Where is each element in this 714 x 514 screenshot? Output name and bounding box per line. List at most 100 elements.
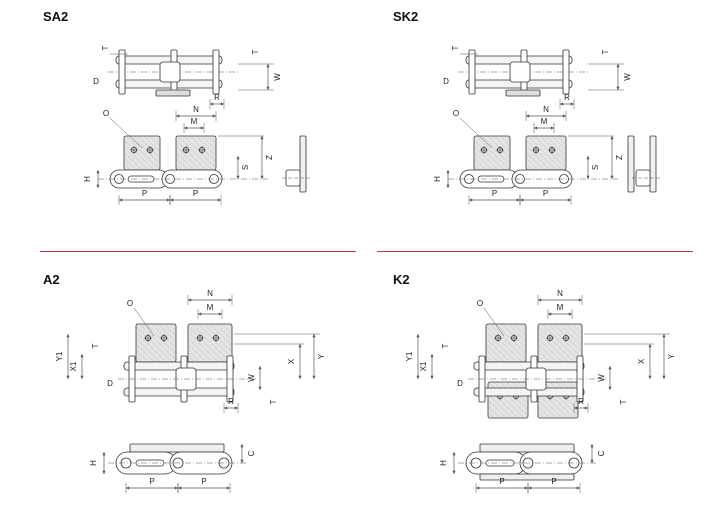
pin [468, 49, 476, 95]
arrow-head [578, 298, 582, 302]
arrow-head [616, 64, 620, 68]
hatch-line [473, 151, 493, 171]
arrow-head [576, 486, 580, 490]
arrow-head [198, 312, 202, 316]
arrow-head [166, 198, 170, 202]
label-p: P [142, 189, 147, 198]
arrow-head [80, 354, 84, 358]
hatch-line [189, 135, 217, 163]
pin [212, 49, 220, 95]
arrow-head [608, 386, 612, 390]
arrow-head [218, 312, 222, 316]
hatch-line [187, 349, 201, 363]
hatch-line [175, 157, 189, 171]
hatch-line [135, 343, 155, 363]
arrow-head [550, 126, 554, 130]
hatch-line [487, 411, 495, 419]
label-t: T [269, 399, 278, 404]
hatch-line [525, 157, 539, 171]
hatch-line [197, 323, 233, 359]
hatch-line [473, 145, 499, 171]
label-m: M [557, 303, 564, 312]
hatch-line [195, 135, 217, 157]
hatch-line [487, 135, 511, 159]
arrow-head [590, 444, 594, 448]
arrow-head [520, 198, 524, 202]
label-n: N [207, 289, 213, 298]
label-t: T [601, 49, 610, 54]
label-t: T [451, 45, 460, 50]
end-view-plate-2 [627, 135, 635, 193]
hatch-line [215, 323, 233, 341]
label-o: O [103, 109, 109, 118]
hatch-line [201, 135, 217, 151]
hatch-line [137, 135, 161, 159]
hatch-line [123, 151, 143, 171]
arrow-head [662, 375, 666, 379]
hatch-line [125, 135, 161, 171]
hatch-line [519, 323, 527, 331]
hatch-line [537, 325, 575, 363]
attachment-plate-foot [155, 89, 191, 97]
arrow-head [66, 375, 70, 379]
bottom-attachment-flange [479, 443, 575, 453]
arrow-head [648, 375, 652, 379]
hatch-line [155, 135, 161, 141]
hatch-line [505, 135, 511, 141]
hatch-line [527, 135, 563, 171]
hatch-line [525, 151, 545, 171]
arrow-head [570, 102, 574, 106]
arrow-head [610, 136, 614, 140]
leader-o [483, 307, 505, 337]
label-r: R [214, 93, 220, 102]
arrow-head [584, 406, 588, 410]
hatch-line [545, 135, 567, 157]
attachment-plate-left [123, 135, 161, 171]
hatch-line [227, 323, 233, 329]
arrow-head [312, 334, 316, 338]
hatch-line [187, 337, 213, 363]
label-h: H [439, 460, 448, 466]
panel-title-a2: A2 [43, 272, 60, 287]
label-w: W [597, 374, 606, 382]
arrow-head [188, 298, 192, 302]
label-h: H [433, 176, 442, 182]
label-n: N [557, 289, 563, 298]
leader-o [459, 117, 493, 149]
arrow-head [608, 366, 612, 370]
hatch-line [187, 325, 225, 363]
roller [509, 61, 531, 83]
hatch-line [495, 323, 527, 355]
hatch-line [135, 325, 173, 363]
panel-title-k2: K2 [393, 272, 410, 287]
arrow-head [476, 486, 480, 490]
label-t: T [619, 399, 628, 404]
hatch-line [123, 157, 137, 171]
arrow-head [452, 452, 456, 456]
arrow-head [170, 198, 174, 202]
arrow-head [648, 344, 652, 348]
arrow-head [616, 86, 620, 90]
hatch-line [175, 139, 207, 171]
label-m: M [191, 117, 198, 126]
label-w: W [273, 73, 282, 81]
label-p: P [149, 477, 154, 486]
attachment-plate-right [525, 135, 567, 171]
arrow-head [236, 156, 240, 160]
arrow-head [416, 334, 420, 338]
label-z: Z [265, 155, 274, 160]
arrow-head [176, 114, 180, 118]
label-n: N [543, 105, 549, 114]
hatch-line [135, 355, 143, 363]
hatch-line [539, 135, 567, 163]
arrow-head [260, 136, 264, 140]
hatch-line [565, 323, 583, 341]
attachment-plate-right [187, 323, 233, 363]
hatch-line [485, 355, 493, 363]
label-t: T [441, 343, 450, 348]
hatch-line [537, 405, 551, 419]
pin [118, 49, 126, 95]
hatch-line [541, 323, 581, 363]
label-x: X [287, 358, 296, 364]
